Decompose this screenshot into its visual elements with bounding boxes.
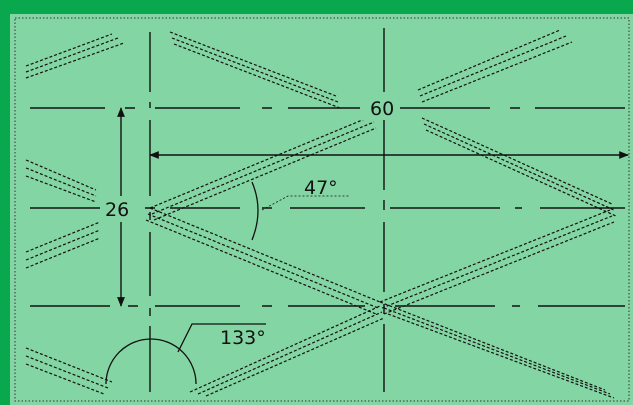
horizontal-center-lines [30, 107, 625, 307]
acute-angle-leader [261, 195, 350, 211]
obtuse-angle-label: 133° [220, 327, 266, 349]
width-label-bg [362, 96, 400, 120]
mesh-strands [25, 29, 617, 399]
angle-markings [105, 181, 350, 385]
height-dimension-label: 26 [105, 199, 129, 221]
width-dimension-label: 60 [370, 98, 394, 120]
acute-angle-arc [251, 181, 259, 241]
obtuse-angle-leader [177, 323, 266, 353]
inner-border [14, 17, 630, 402]
height-label-bg [102, 196, 140, 222]
acute-angle-label: 47° [304, 177, 338, 199]
dimension-lines [117, 107, 629, 307]
obtuse-angle-arc [105, 338, 197, 385]
